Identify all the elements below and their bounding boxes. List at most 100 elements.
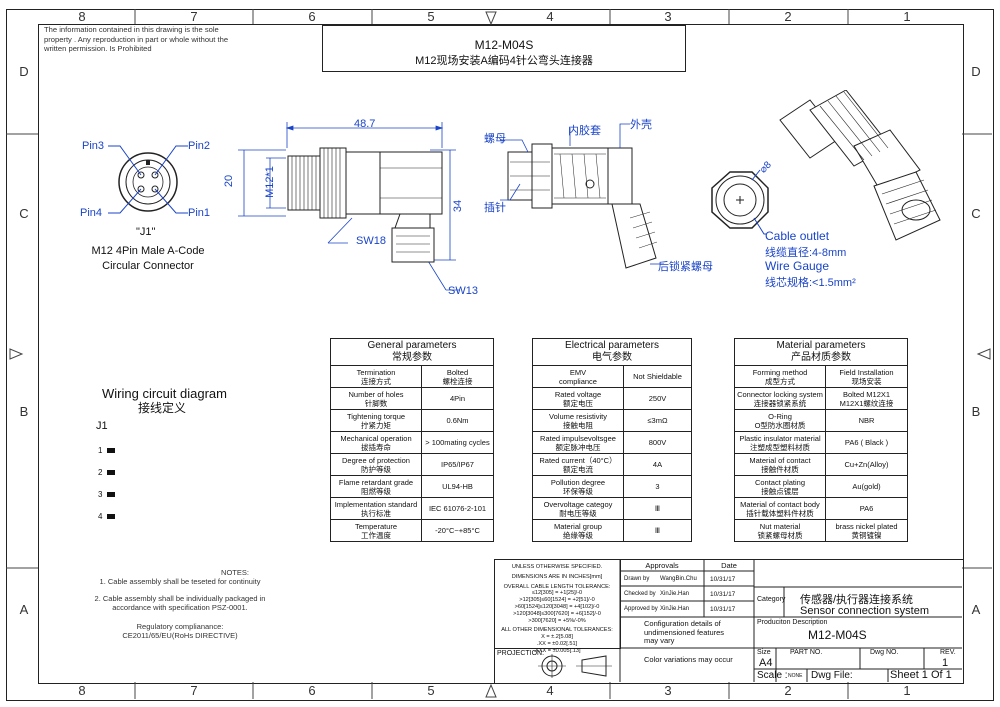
wiring-terminal-3 (107, 492, 115, 497)
grid-col-top-2: 2 (784, 9, 792, 24)
tolerance-head: OVERALL CABLE LENGTH TOLERANCE: (503, 583, 611, 590)
wrench-size-2: SW13 (448, 285, 478, 297)
connector-caption-1: M12 4Pin Male A-Code (91, 245, 205, 257)
grid-col-bottom-1: 1 (903, 683, 911, 698)
wire-gauge-label: Wire Gauge (765, 259, 830, 273)
side-view-drawing (238, 122, 460, 291)
dim-thread: M12*1 (263, 166, 276, 198)
grid-col-bottom-6: 6 (308, 683, 316, 698)
grid-row-right-d: D (971, 64, 981, 79)
drawn-by: WangBin.Chu (660, 576, 697, 582)
grid-col-bottom-4: 4 (546, 683, 554, 698)
title-block-grid (619, 559, 962, 682)
dimension-units: DIMENSIONS ARE IN INCHES[mm] (511, 573, 603, 580)
wiring-terminal-1 (107, 448, 115, 453)
grid-row-right-a: A (971, 602, 981, 617)
grid-col-top-1: 1 (903, 9, 911, 24)
wrench-size-1: SW18 (356, 235, 386, 247)
grid-col-bottom-7: 7 (190, 683, 198, 698)
tolerance-4: >120[3048]≤300[7620] = +6[152]/-0 (513, 610, 601, 617)
label-rear-nut: 后锁紧螺母 (658, 261, 713, 273)
other-tolerance-2: .XX = ±0.02[.51] (536, 640, 578, 647)
pin2-label: Pin2 (188, 140, 211, 152)
dwg-no-label: Dwg NO. (870, 649, 899, 656)
size-value: A4 (759, 657, 773, 669)
part-no-label: PART NO. (790, 649, 823, 656)
grid-col-top-4: 4 (546, 9, 554, 24)
config-note: Configuration details of undimensioned f… (644, 619, 724, 646)
rev-label: REV. (940, 649, 956, 656)
grid-col-bottom-2: 2 (784, 683, 792, 698)
title-part-number: M12-M04S (474, 38, 534, 52)
connector-caption-2: Circular Connector (102, 260, 194, 272)
outer-border (6, 9, 994, 701)
notes-head: NOTES: (221, 568, 249, 577)
pin1-label: Pin1 (188, 207, 211, 219)
ownership-notice: The information contained in this drawin… (44, 25, 229, 53)
section-view-drawing (500, 123, 664, 269)
checked-date: 10/31/17 (710, 591, 736, 598)
grid-row-right-b: B (971, 404, 981, 419)
dwg-file-label: Dwg File: (811, 670, 853, 681)
unless-specified: UNLESS OTHERWISE SPECIFIED. (511, 564, 603, 570)
approved-by: XinJie.Han (660, 606, 690, 612)
grid-col-bottom-5: 5 (427, 683, 435, 698)
grid-row-left-b: B (19, 404, 29, 419)
label-inner-sleeve: 内胶套 (568, 125, 601, 137)
front-view-drawing (108, 145, 188, 214)
tolerance-3: >60[1524]≤120[3048] = +4[102]/-0 (514, 603, 600, 610)
wiring-terminal-2 (107, 470, 115, 475)
note-2b: accordance with specification PSZ-0001. (112, 603, 248, 612)
pin3-label: Pin3 (82, 140, 105, 152)
grid-col-bottom-3: 3 (664, 683, 672, 698)
other-tolerance-3: .XXX = ±0.005[.13] (533, 647, 581, 654)
wiring-terminal-4 (107, 514, 115, 519)
checked-by-label: Checked by (624, 591, 656, 597)
notes-block: NOTES: 1. Cable assembly shall be tesete… (80, 568, 280, 640)
wiring-title-en: Wiring circuit diagram (102, 386, 227, 401)
cable-diameter-label: 线缆直径:4-8mm (765, 247, 847, 259)
wiring-title-cn: 接线定义 (138, 401, 187, 415)
tolerance-block: UNLESS OTHERWISE SPECIFIED. DIMENSIONS A… (494, 559, 621, 654)
isometric-view-drawing (779, 90, 941, 241)
wire-spec-label: 线芯规格:<1.5mm² (765, 277, 856, 289)
color-note: Color variations may occur (644, 655, 733, 664)
label-shell: 外壳 (630, 119, 652, 131)
regulatory-value: CE2011/65/EU(RoHs DIRECTIVE) (122, 631, 238, 640)
wiring-pin-4: 4 (98, 512, 103, 521)
config-line-1: Configuration details of (644, 619, 721, 628)
scale-value: NONE (788, 673, 803, 679)
wiring-pin-2: 2 (98, 468, 103, 477)
pin4-label: Pin4 (80, 207, 103, 219)
wiring-pin-1: 1 (98, 446, 103, 455)
rev-value: 1 (942, 657, 949, 669)
checked-by: XinJie.Han (660, 591, 690, 597)
approvals-header: Approvals (645, 561, 679, 570)
grid-col-top-7: 7 (190, 9, 198, 24)
grid-row-left-c: C (19, 206, 29, 221)
size-label: Size (757, 649, 771, 656)
drawn-date: 10/31/17 (710, 576, 736, 583)
production-desc-label: Produciton Description (757, 619, 828, 626)
dim-height: 20 (223, 174, 236, 188)
label-nut: 螺母 (484, 133, 506, 145)
other-tolerance-head: ALL OTHER DIMENSIONAL TOLERANCES: (501, 627, 613, 634)
category-en: Sensor connection system (800, 605, 930, 617)
other-tolerance-1: X = ±.2[5.08] (541, 634, 573, 641)
